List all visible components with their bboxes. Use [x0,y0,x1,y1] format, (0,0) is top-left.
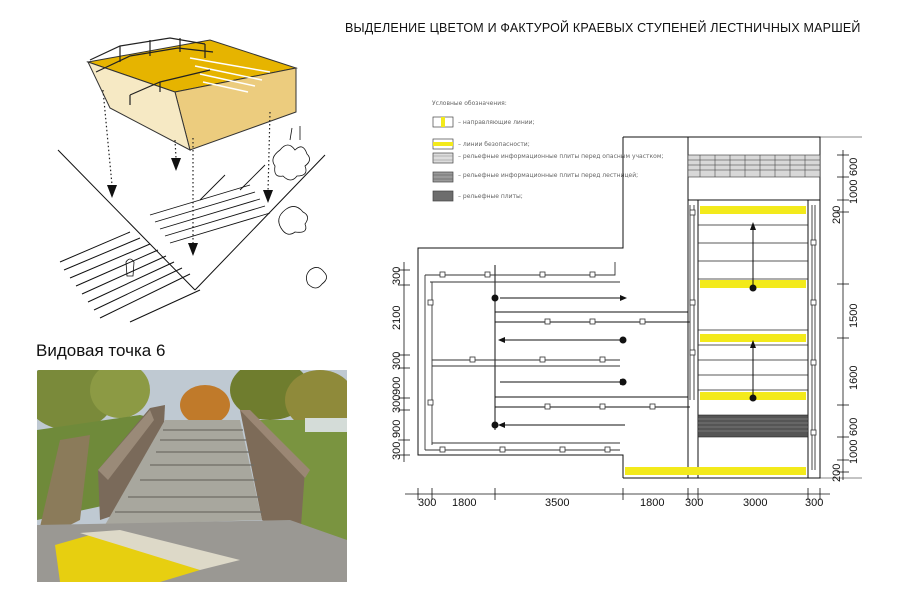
dim-left: 300 [391,352,403,370]
dim-right: 1000 [848,440,860,464]
dim-right: 600 [848,158,860,176]
legend-item: – рельефные информационные плиты перед л… [458,172,638,179]
dim-right: 1500 [848,304,860,328]
dim-right: 200 [831,206,843,224]
dimension-lines [398,136,862,500]
dim-bottom: 1800 [452,497,476,509]
dim-left: 900 [391,420,403,438]
dim-left: 2100 [391,306,403,330]
viewpoint-photo [37,370,347,582]
dim-left: 300 [391,267,403,285]
stair-plan [417,136,821,479]
dim-left: 900 [391,377,403,395]
dim-bottom: 300 [418,497,436,509]
legend-item: – рельефные плиты; [458,193,523,200]
legend: Условные обозначения: – направляющие лин… [432,100,663,202]
dim-bottom: 300 [805,497,823,509]
isometric-view [57,37,327,323]
legend-item: – направляющие линии; [458,119,535,126]
relief-plate-swatch [432,190,454,202]
legend-item: – рельефные информационные плиты перед о… [458,153,663,160]
dim-right: 1600 [848,366,860,390]
dimension-labels: 300 1800 3500 1800 300 3000 300 300 2100… [391,158,860,509]
dim-bottom: 1800 [640,497,664,509]
dim-bottom: 3000 [743,497,767,509]
dim-right: 200 [831,464,843,482]
dim-bottom: 300 [685,497,703,509]
legend-item: – линии безопасности; [458,141,530,148]
dim-left: 300 [391,442,403,460]
viewpoint-label: Видовая точка 6 [36,341,166,360]
page-title: ВЫДЕЛЕНИЕ ЦВЕТОМ И ФАКТУРОЙ КРАЕВЫХ СТУП… [345,21,861,35]
dim-right: 600 [848,418,860,436]
tactile-stair-swatch [432,171,454,183]
dim-left: 300 [391,395,403,413]
dim-right: 1000 [848,180,860,204]
legend-heading: Условные обозначения: [432,100,507,107]
tactile-plate-swatch [432,152,454,164]
safety-line-swatch [433,142,453,146]
dim-bottom: 3500 [545,497,569,509]
